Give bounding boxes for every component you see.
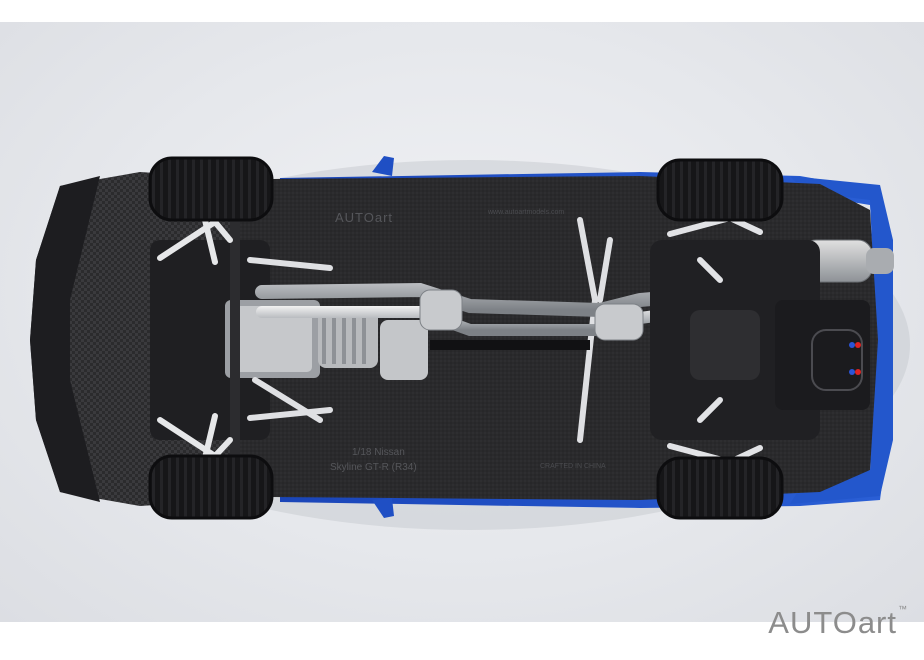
rear-left-wheel [656,158,784,222]
plate-model-text: Skyline GT-R (R34) [330,462,417,473]
plate-origin-text: CRAFTED IN CHINA [540,463,606,470]
rear-bumper [790,176,893,504]
chassis-braces [247,217,613,443]
watermark-brand: AUTOart [768,605,897,640]
catalytic-converter-1 [419,289,463,331]
plate-url-text: www.autoartmodels.com [487,209,564,216]
tank-detail [811,329,863,391]
front-left-wheel [148,156,274,222]
front-right-wheel [148,454,274,520]
carbon-front-lip [30,176,100,502]
rear-differential [690,310,760,380]
side-mirror-top [372,156,394,176]
transfer-case [380,320,428,380]
autoart-watermark-logo: AUTOart™ [768,604,908,640]
plate-scale-text: 1/18 Nissan [352,447,405,458]
plate-brand-text: AUTOart [335,210,393,225]
side-mirror-bottom [372,498,394,518]
watermark-trademark: ™ [898,604,908,614]
transmission [318,310,378,368]
catalytic-converter-2 [594,303,644,341]
fuel-tank [775,300,870,410]
front-axle [230,200,240,476]
driveshaft [430,340,590,350]
rear-right-wheel [656,456,784,520]
exhaust-tip [866,248,894,274]
